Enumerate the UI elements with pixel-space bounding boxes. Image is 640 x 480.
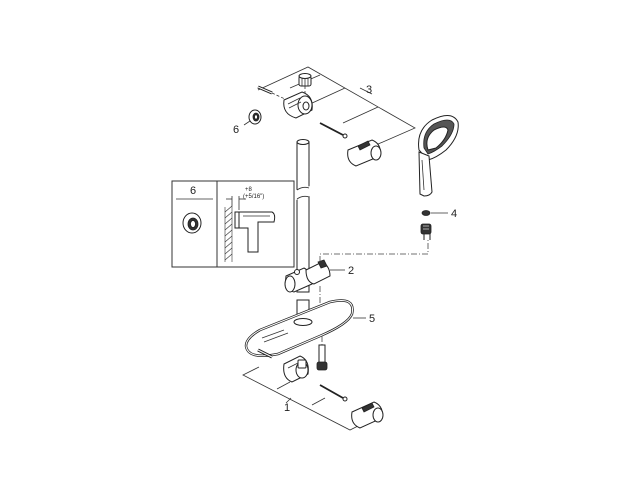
inset-dimension: +8 xyxy=(245,187,253,193)
callout-4: 4 xyxy=(451,208,457,220)
callout-2: 2 xyxy=(348,265,354,277)
top-wall-bracket xyxy=(283,91,313,119)
top-cover-cap xyxy=(347,139,382,167)
bottom-screw xyxy=(319,384,348,402)
callout-5: 5 xyxy=(369,313,375,325)
top-cap xyxy=(298,73,312,98)
hose-nut xyxy=(420,223,432,240)
washer-4 xyxy=(421,210,431,216)
callout-6: 6 xyxy=(233,124,239,136)
bottom-cover-cap xyxy=(351,401,384,429)
inset-part-label: 6 xyxy=(190,185,196,197)
bottom-wall-plug xyxy=(257,348,273,359)
callout-3-bracket xyxy=(257,66,416,152)
top-wall-plug xyxy=(257,85,286,100)
inset-detail-box xyxy=(171,180,295,268)
inset-dimension-imperial: (+5/16") xyxy=(243,194,264,200)
hose-connection-line xyxy=(319,240,429,262)
hand-shower xyxy=(418,115,459,197)
hose-connector xyxy=(316,336,328,371)
soap-tray-5 xyxy=(244,299,354,357)
callout-1: 1 xyxy=(284,402,290,414)
adapter-ring-6 xyxy=(248,109,262,125)
callout-3: 3 xyxy=(366,84,372,96)
callout-6-leader xyxy=(243,120,251,126)
top-screw xyxy=(319,122,348,139)
shower-rail xyxy=(296,139,310,331)
bottom-wall-bracket xyxy=(283,355,309,383)
